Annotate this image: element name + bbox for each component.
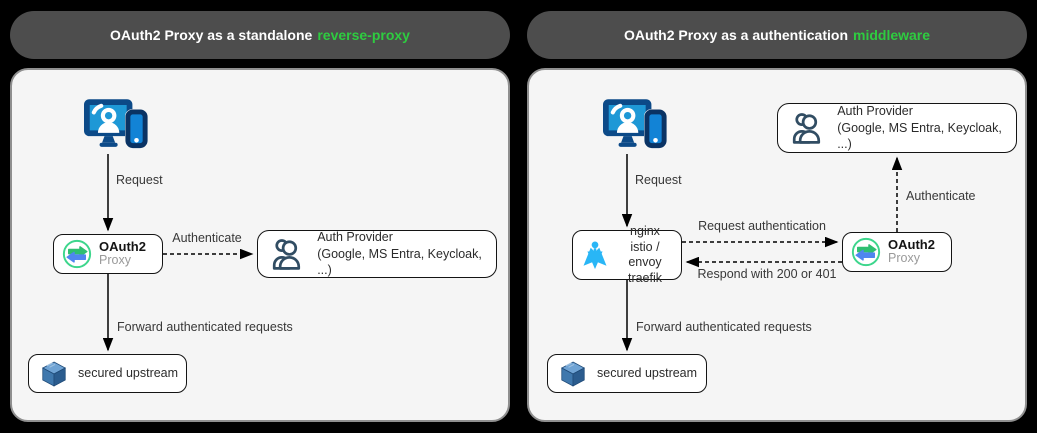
panel-standalone: Request Authenticate Forward authenticat… [10, 68, 510, 422]
node-auth-provider: Auth Provider (Google, MS Entra, Keycloa… [777, 103, 1017, 153]
user-devices-icon [603, 99, 667, 149]
ingress-line2: istio / envoy [628, 239, 662, 270]
diagram-auth-middleware: OAuth2 Proxy as a authentication middlew… [527, 0, 1027, 433]
oauth2-subtitle: Proxy [99, 253, 131, 268]
node-ingress: nginx istio / envoy traefik [572, 224, 682, 285]
edge-label-request: Request [116, 173, 163, 187]
edge-label-request: Request [635, 173, 682, 187]
auth-provider-line1: Auth Provider [837, 104, 913, 119]
edge-label-authenticate: Authenticate [172, 231, 242, 245]
edge-label-request-authentication: Request authentication [698, 219, 826, 233]
upstream-label: secured upstream [597, 366, 698, 381]
cube-icon [560, 361, 586, 387]
node-secured-upstream: secured upstream [547, 354, 707, 393]
edge-label-respond: Respond with 200 or 401 [697, 267, 837, 281]
oauth2-proxy-logo-icon [851, 237, 881, 267]
node-auth-provider: Auth Provider (Google, MS Entra, Keycloa… [257, 230, 497, 278]
header-standalone: OAuth2 Proxy as a standalone reverse-pro… [10, 11, 510, 59]
panel-middleware: Request Request authentication Respond w… [527, 68, 1027, 422]
header-title-accent: reverse-proxy [317, 27, 410, 43]
edge-label-forward: Forward authenticated requests [117, 320, 293, 334]
node-oauth2-proxy: OAuth2 Proxy [842, 232, 952, 272]
auth-provider-line2: (Google, MS Entra, Keycloak, ...) [317, 246, 482, 278]
oauth2-title: OAuth2 [888, 236, 935, 252]
header-title-accent: middleware [853, 27, 931, 43]
node-secured-upstream: secured upstream [28, 354, 187, 393]
load-balancer-icon [583, 241, 607, 270]
ingress-line3: traefik [627, 270, 663, 285]
cube-icon [41, 361, 67, 387]
diagram-standalone-reverse-proxy: OAuth2 Proxy as a standalone reverse-pro… [10, 0, 510, 433]
node-oauth2-proxy: OAuth2 Proxy [53, 234, 163, 274]
user-devices-icon [84, 99, 148, 149]
header-title: OAuth2 Proxy as a standalone [110, 27, 313, 43]
oauth2-subtitle: Proxy [888, 251, 920, 266]
oauth2-title: OAuth2 [99, 238, 146, 254]
upstream-label: secured upstream [78, 366, 179, 381]
auth-provider-line2: (Google, MS Entra, Keycloak, ...) [837, 120, 1002, 152]
header-title: OAuth2 Proxy as a authentication [623, 27, 849, 43]
edge-label-authenticate: Authenticate [906, 189, 976, 203]
auth-provider-users-icon [272, 239, 301, 270]
header-middleware: OAuth2 Proxy as a authentication middlew… [527, 11, 1027, 59]
auth-provider-line1: Auth Provider [317, 230, 393, 245]
oauth2-proxy-logo-icon [62, 239, 92, 269]
auth-provider-users-icon [792, 113, 821, 144]
ingress-line1: nginx [630, 224, 660, 238]
edge-label-forward: Forward authenticated requests [636, 320, 812, 334]
